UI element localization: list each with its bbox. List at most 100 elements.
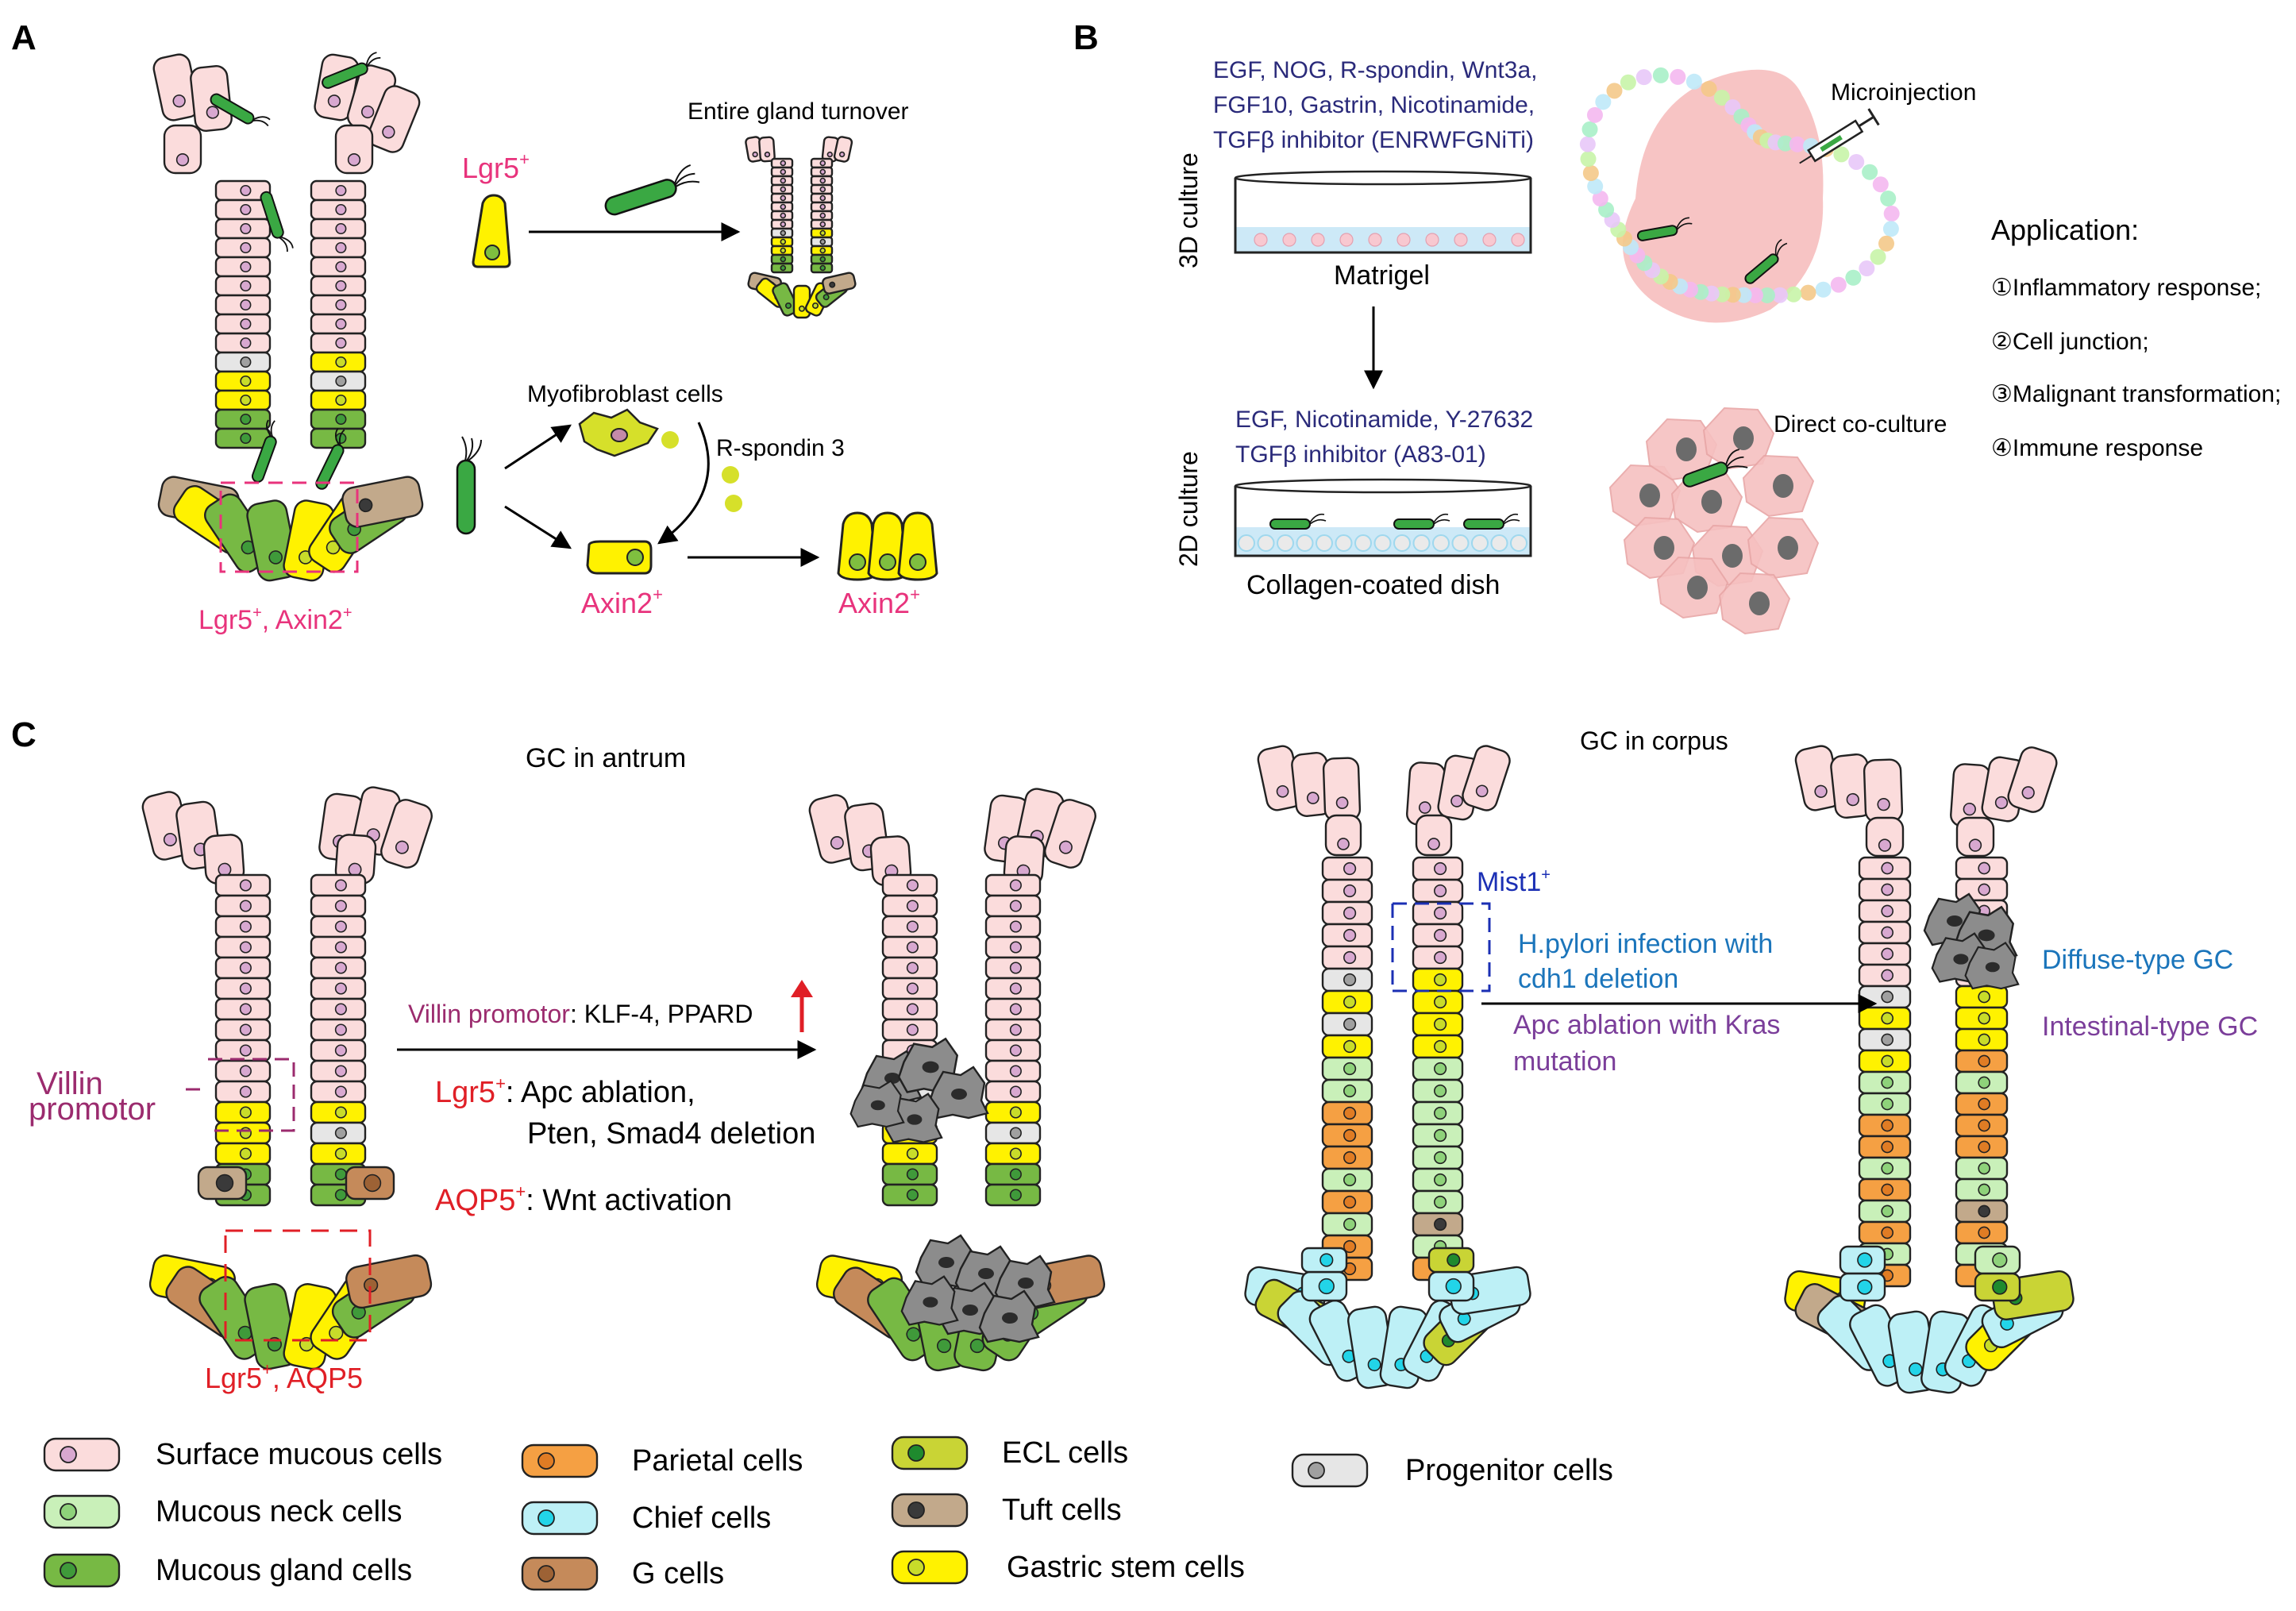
panel-c-antrum-gland-normal <box>141 786 433 1370</box>
legend-swatch <box>891 1436 969 1470</box>
cell <box>1324 814 1362 857</box>
panel-b-application-title: Application: <box>1991 214 2139 246</box>
cell <box>197 1166 248 1201</box>
tumor-cell <box>900 1275 959 1326</box>
cell <box>214 332 272 354</box>
legend-label: Progenitor cells <box>1405 1454 1613 1487</box>
legend-item: Chief cells <box>521 1501 771 1536</box>
panel-c-mist1-label: Mist1+ <box>1477 866 1551 897</box>
cell <box>1322 757 1362 822</box>
svg-text:promotor: promotor <box>29 1092 156 1127</box>
panel-a-gland <box>152 52 424 582</box>
cell <box>810 262 834 274</box>
cell <box>984 1059 1042 1083</box>
cell <box>1955 1177 2009 1202</box>
cell <box>1858 1070 1912 1095</box>
cell <box>984 1039 1042 1062</box>
cell <box>881 915 938 938</box>
panel-b-3d-label: 3D culture <box>1174 152 1203 268</box>
svg-text:TGFβ inhibitor (ENRWFGNiTi): TGFβ inhibitor (ENRWFGNiTi) <box>1213 127 1534 153</box>
panel-c-lgr5-text: Lgr5+: Apc ablation, <box>435 1073 695 1109</box>
svg-text:EGF, NOG, R-spondin, Wnt3a,: EGF, NOG, R-spondin, Wnt3a, <box>1213 57 1537 83</box>
tumor-cell <box>1964 941 2020 990</box>
cell <box>1321 989 1373 1015</box>
panel-c-stem-label: Lgr5+, AQP5 <box>205 1359 363 1394</box>
cell <box>214 427 272 449</box>
bacterium <box>315 428 345 490</box>
cell <box>881 1162 938 1186</box>
cell <box>334 124 374 175</box>
legend-label: Tuft cells <box>1002 1493 1122 1527</box>
legend-label: Mucous neck cells <box>156 1495 402 1528</box>
panel-a-entire-gland-label: Entire gland turnover <box>688 98 909 125</box>
svg-text:TGFβ inhibitor (A83-01): TGFβ inhibitor (A83-01) <box>1235 441 1486 468</box>
cell <box>214 294 272 316</box>
bacterium <box>251 419 277 483</box>
cell <box>310 1142 367 1166</box>
cell <box>1412 1012 1464 1037</box>
panel-a-stem-box <box>219 481 359 573</box>
cell <box>1412 856 1464 881</box>
cell <box>214 389 272 411</box>
cell <box>770 175 794 187</box>
cell <box>810 157 834 169</box>
cell <box>1462 745 1511 811</box>
panel-c-hpylori-text: H.pylori infection with cdh1 deletion <box>1518 929 1773 994</box>
cell <box>214 408 272 430</box>
cell <box>310 894 367 918</box>
cell <box>1858 1177 1912 1202</box>
panel-c-stem-box <box>224 1229 372 1342</box>
panel-a-lgr5-cell <box>472 194 511 268</box>
cell <box>984 997 1042 1021</box>
cell <box>984 1121 1042 1145</box>
svg-text:FGF10, Gastrin, Nicotinamide,: FGF10, Gastrin, Nicotinamide, <box>1213 92 1535 118</box>
cell <box>310 873 367 897</box>
cell <box>984 894 1042 918</box>
cell <box>770 262 794 274</box>
panel-a-rspondin-dot <box>722 466 739 484</box>
cell <box>1858 942 1912 966</box>
cell <box>881 956 938 980</box>
cell <box>1412 967 1464 992</box>
panel-b-3d-organoids <box>1254 233 1525 247</box>
cell <box>367 85 421 153</box>
cell <box>214 1059 272 1083</box>
panel-a-axin2-cell <box>586 540 653 575</box>
panel-a-axin2-label-2: Axin2+ <box>838 584 920 619</box>
panel-b-syringe <box>1799 108 1880 164</box>
panel-c-villin-box-label: Villin promotor <box>29 1066 156 1127</box>
cell <box>1321 1034 1373 1059</box>
legend-item: Mucous gland cells <box>43 1553 412 1588</box>
panel-c-antrum-title: GC in antrum <box>526 743 686 773</box>
cell <box>214 313 272 335</box>
panel-a-axin2-label: Axin2+ <box>581 584 663 619</box>
cell <box>1858 1027 1912 1052</box>
cell <box>310 915 367 938</box>
cell <box>770 166 794 178</box>
panel-a-rspondin-dot <box>725 495 742 512</box>
legend-swatch <box>521 1556 599 1591</box>
panel-a-axin2-cluster <box>837 511 938 581</box>
panel-a-stem-label: Lgr5+, Axin2+ <box>198 604 352 635</box>
panel-a-arrow-myo <box>504 424 572 470</box>
svg-text:EGF, Nicotinamide, Y-27632: EGF, Nicotinamide, Y-27632 <box>1235 407 1533 433</box>
cell <box>1321 1212 1373 1237</box>
panel-letter-a: A <box>11 18 37 57</box>
cell <box>214 956 272 980</box>
panel-a-rspondin-label: R-spondin 3 <box>716 435 845 461</box>
cell <box>1321 1123 1373 1148</box>
cell <box>214 256 272 278</box>
cell <box>214 873 272 897</box>
svg-text:mutation: mutation <box>1513 1046 1616 1077</box>
cell <box>770 227 794 239</box>
panel-b-organoid <box>1623 69 1824 323</box>
cell <box>1412 1189 1464 1215</box>
cell <box>770 201 794 213</box>
tumor-cell <box>994 1254 1056 1308</box>
cell <box>163 124 202 175</box>
cell <box>810 253 834 265</box>
cell <box>310 956 367 980</box>
cell <box>310 237 367 259</box>
